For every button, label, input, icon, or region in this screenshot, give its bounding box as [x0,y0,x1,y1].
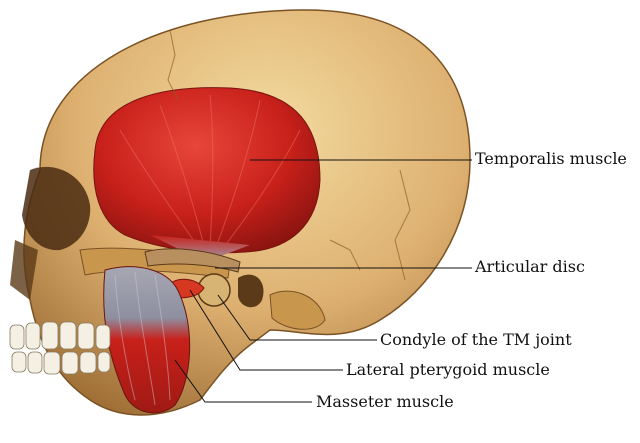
leader-lateral-pterygoid [189,289,343,371]
leader-condyle [217,294,377,341]
articular-disc-shape [144,248,241,273]
mastoid [269,290,326,330]
nasal-cavity [10,240,38,300]
label-temporalis-muscle: Temporalis muscle [475,149,627,168]
ear-canal [238,274,264,308]
temporalis-muscle-shape [93,87,321,254]
label-condyle: Condyle of the TM joint [380,330,572,349]
masseter-muscle-shape [103,266,191,414]
leader-lines [174,159,472,403]
teeth [9,321,111,375]
watermark-text: corbis [8,4,131,44]
leader-masseter [174,359,312,403]
label-masseter: Masseter muscle [316,392,454,411]
skull-sutures [167,29,411,281]
orbit [22,166,91,251]
label-lateral-pterygoid: Lateral pterygoid muscle [346,360,550,379]
masseter-fibers [114,271,171,406]
temporalis-fibers [119,94,301,253]
label-articular-disc: Articular disc [475,257,585,276]
temporalis-tendon [150,235,250,262]
